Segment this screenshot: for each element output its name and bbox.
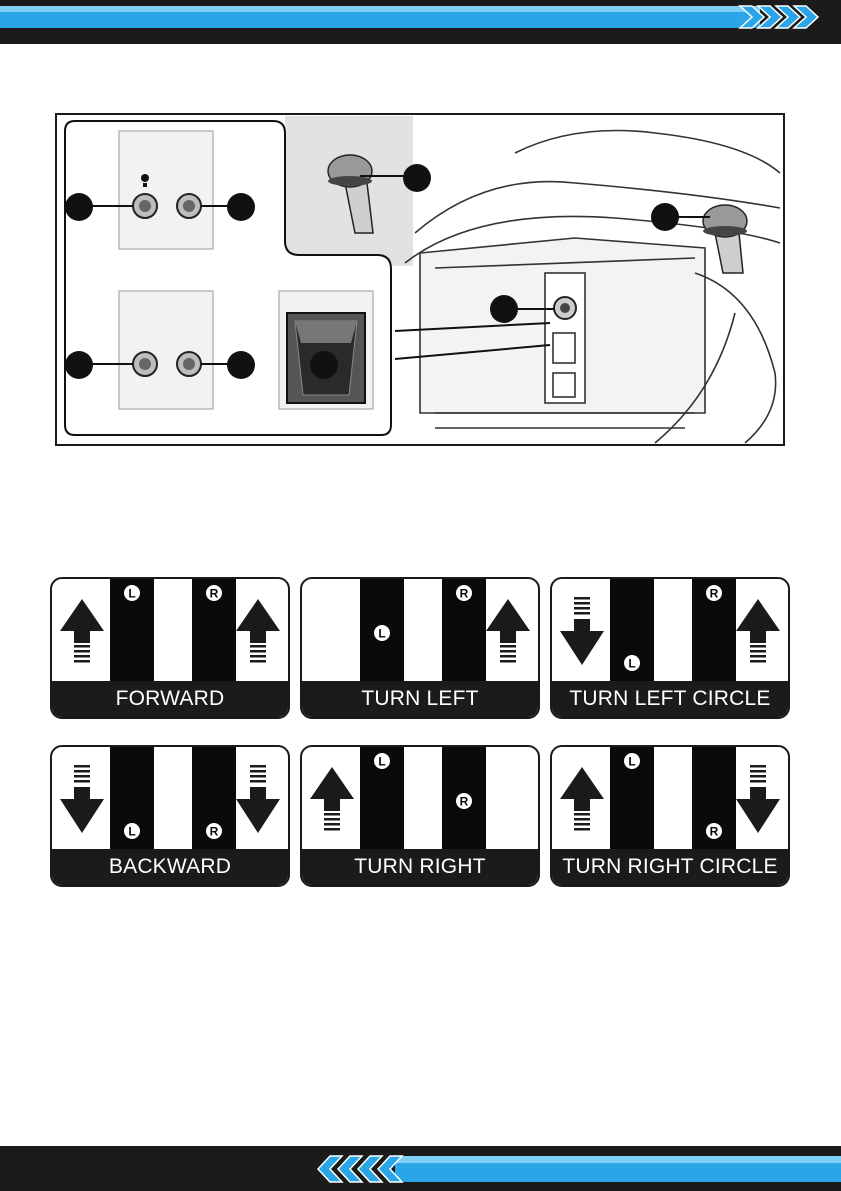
charging-port-icon <box>554 297 576 319</box>
left-lever-letter: L <box>628 755 635 769</box>
left-lever-letter: L <box>128 587 135 601</box>
left-lever-letter: L <box>128 825 135 839</box>
direction-diagram: LR <box>302 579 538 683</box>
arrow-down-icon <box>236 765 280 833</box>
arrow-down-icon <box>60 765 104 833</box>
arrow-up-icon <box>236 599 280 663</box>
arrow-up-icon <box>486 599 530 663</box>
arrow-down-icon <box>736 765 780 833</box>
left-lever-letter: L <box>378 755 385 769</box>
top-header-bar <box>0 0 841 44</box>
arrow-up-icon <box>560 767 604 831</box>
left-lever-letter: L <box>628 657 635 671</box>
arrow-up-icon <box>736 599 780 663</box>
direction-label: TURN RIGHT <box>302 849 538 885</box>
direction-label: TURN LEFT <box>302 681 538 717</box>
right-lever-letter: R <box>210 825 219 839</box>
direction-diagram: LR <box>302 747 538 851</box>
right-lever-letter: R <box>210 587 219 601</box>
right-lever-letter: R <box>460 587 469 601</box>
chevron-right-icon <box>740 6 818 28</box>
direction-label: BACKWARD <box>52 849 288 885</box>
right-lever-letter: R <box>710 587 719 601</box>
arrow-up-icon <box>310 767 354 831</box>
direction-label: FORWARD <box>52 681 288 717</box>
bottom-footer-bar <box>0 1146 841 1191</box>
direction-label: TURN LEFT CIRCLE <box>552 681 788 717</box>
direction-label: TURN RIGHT CIRCLE <box>552 849 788 885</box>
right-lever-letter: R <box>710 825 719 839</box>
direction-diagram: LR <box>552 747 788 851</box>
right-lever-letter: R <box>460 795 469 809</box>
left-lever-letter: L <box>378 627 385 641</box>
vehicle-controls-figure <box>55 113 785 446</box>
arrow-up-icon <box>60 599 104 663</box>
arrow-down-icon <box>560 597 604 665</box>
direction-diagram: LR <box>552 579 788 683</box>
